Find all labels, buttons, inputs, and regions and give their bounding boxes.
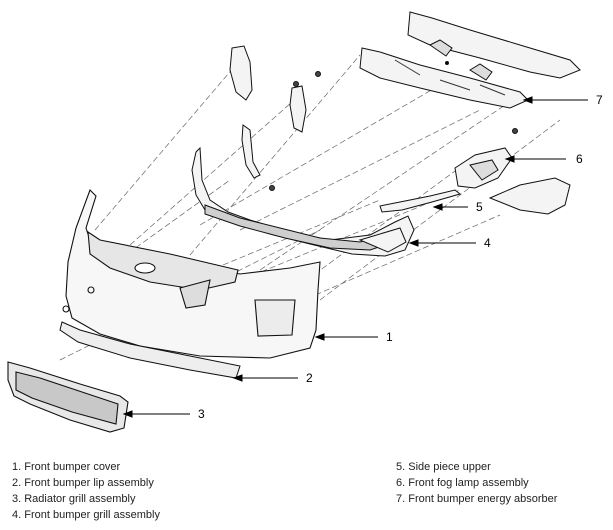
legend-item: 1. Front bumper cover — [12, 461, 121, 473]
callout-3: 3 — [198, 407, 205, 421]
fog-lamp-part — [454, 147, 571, 215]
legend-item: 2. Front bumper lip assembly — [12, 477, 154, 489]
legend-left: 1. Front bumper cover 2. Front bumper li… — [12, 459, 160, 523]
callout-2: 2 — [306, 371, 313, 385]
callout-7: 7 — [596, 93, 603, 107]
side-piece-upper-part — [379, 189, 462, 213]
exploded-parts-diagram: 1 2 3 4 5 6 7 — [7, 11, 603, 433]
callout-6: 6 — [576, 152, 583, 166]
energy-absorber-part — [359, 11, 581, 109]
bumper-grill-part — [191, 146, 415, 257]
callout-leaders — [122, 96, 588, 418]
callout-5: 5 — [476, 200, 483, 214]
radiator-grill-part — [7, 361, 129, 433]
callout-1: 1 — [386, 330, 393, 344]
callout-4: 4 — [484, 236, 491, 250]
legend-right: 5. Side piece upper 6. Front fog lamp as… — [396, 459, 557, 507]
bumper-cover-part — [62, 189, 321, 359]
legend-item: 6. Front fog lamp assembly — [396, 477, 529, 489]
side-bracket-parts — [229, 45, 518, 191]
legend-item: 4. Front bumper grill assembly — [12, 509, 160, 521]
legend-item: 3. Radiator grill assembly — [12, 493, 136, 505]
legend-item: 7. Front bumper energy absorber — [396, 493, 558, 505]
legend-item: 5. Side piece upper — [396, 461, 491, 473]
